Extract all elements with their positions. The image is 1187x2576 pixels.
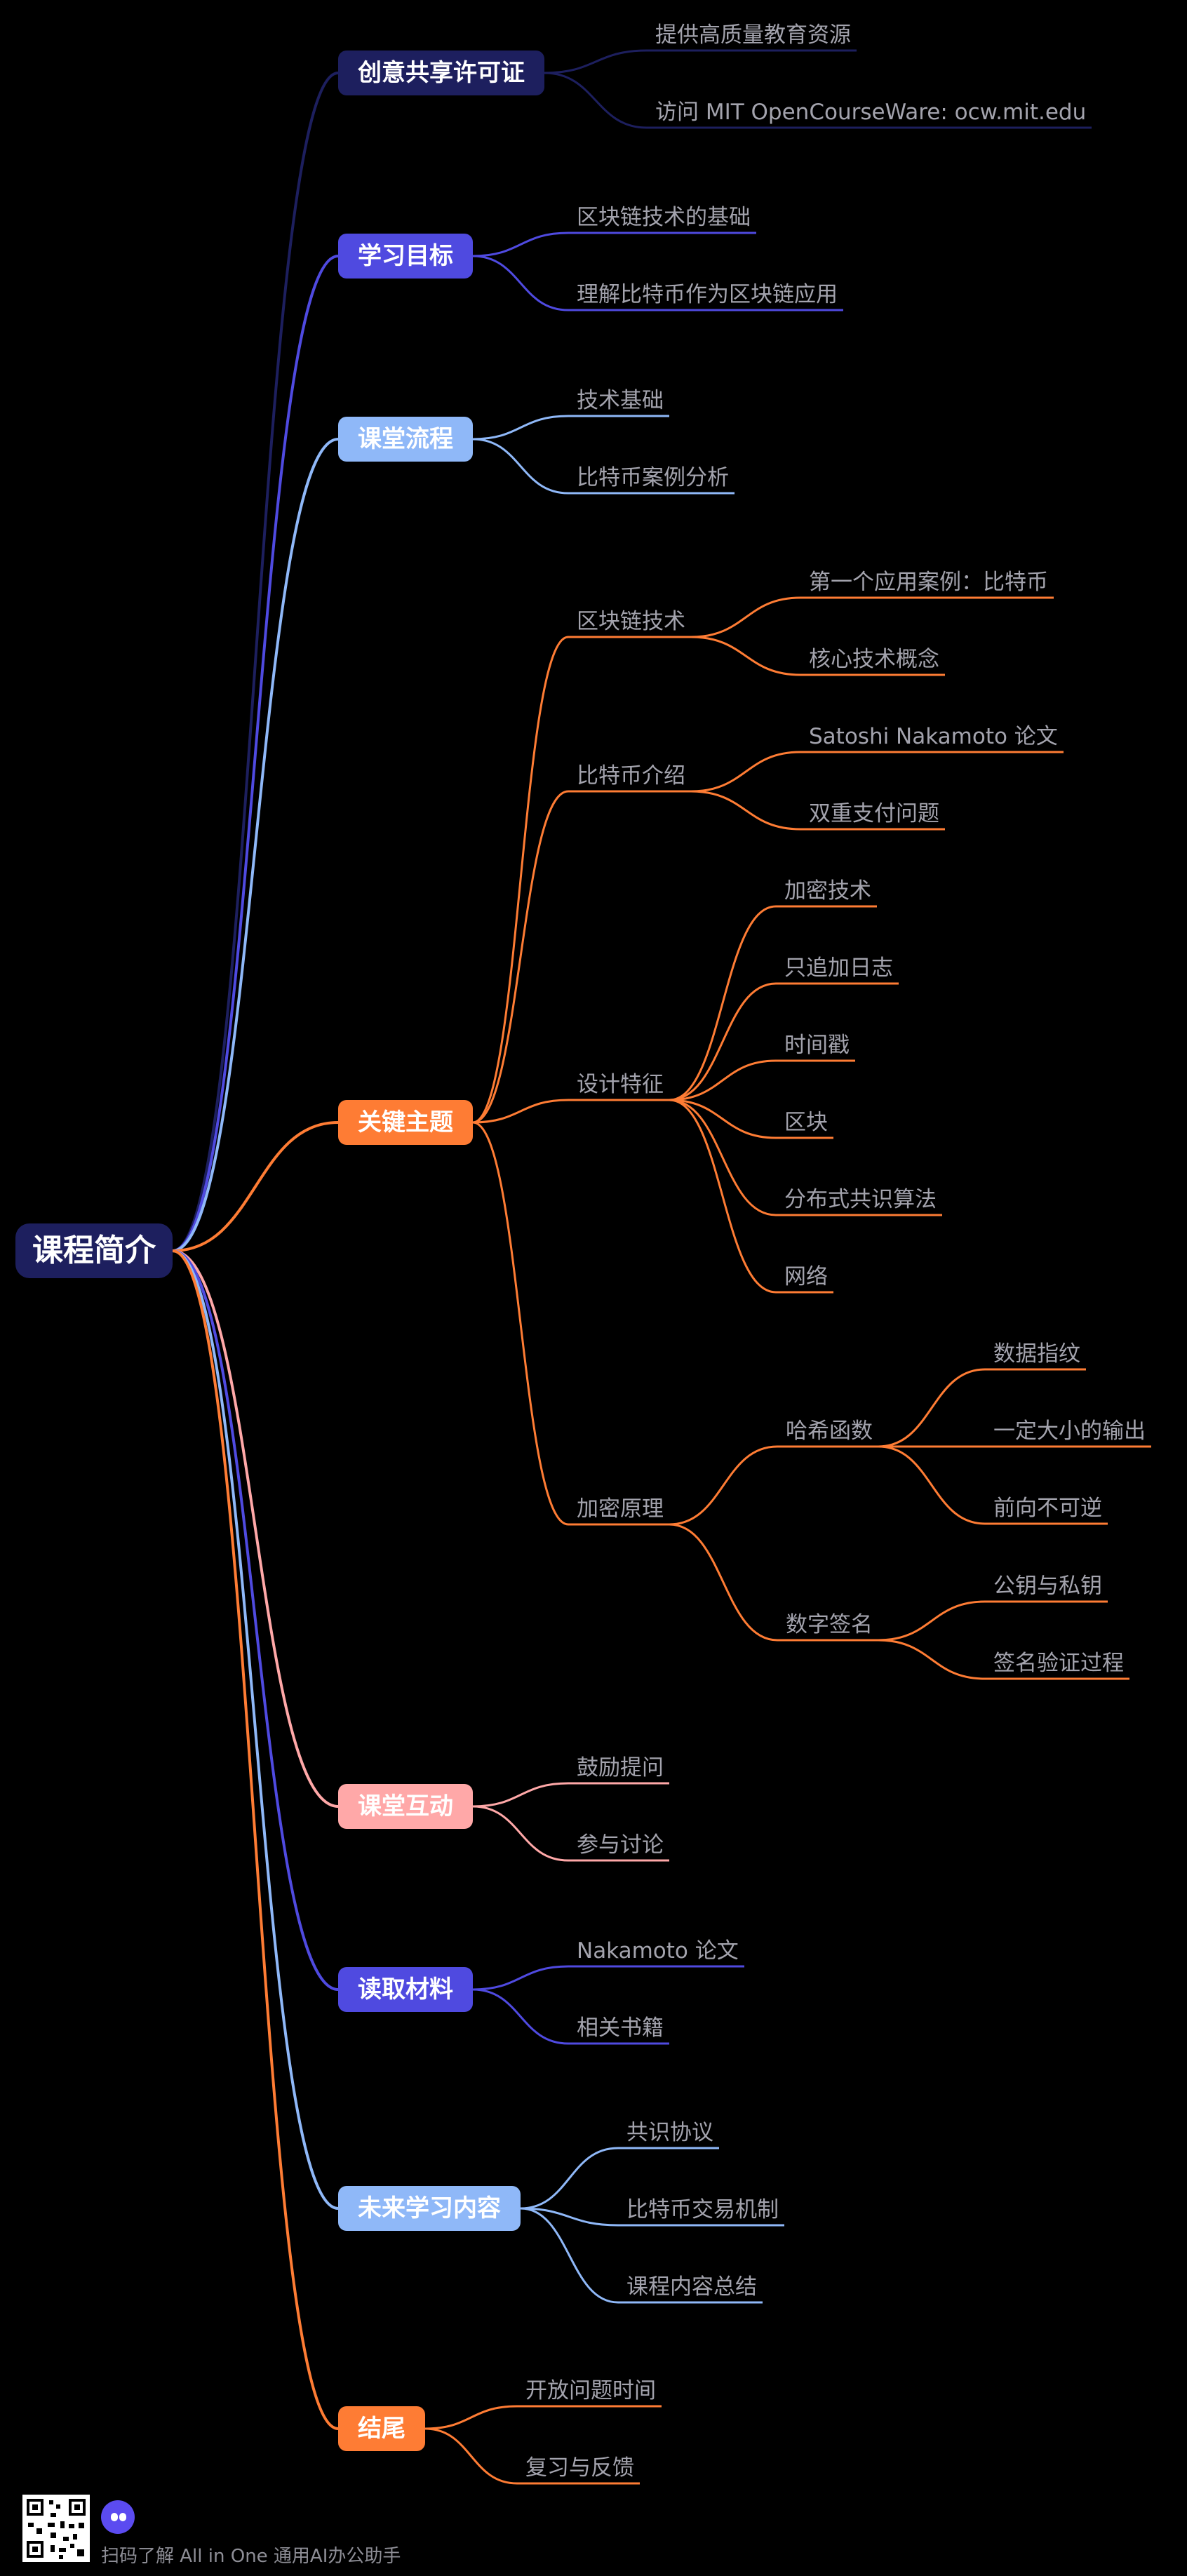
branch-node-0: 创意共享许可证 [338, 51, 544, 95]
leaf-node-0-1-connector [544, 72, 648, 129]
topic-node-2: 设计特征 [577, 1072, 664, 1097]
subtopic-node-2-0: 加密技术 [784, 878, 871, 904]
leaf-node-7-0-connector [424, 2405, 518, 2430]
subtopic-node-2-2-connector [669, 1059, 777, 1101]
topic-node-2-connector [472, 1099, 569, 1124]
topic-node-0: 区块链技术 [577, 609, 685, 634]
branch-connector-5 [172, 1249, 339, 1991]
leaf-node-6-2: 课程内容总结 [626, 2274, 757, 2300]
branch-node-5: 读取材料 [338, 1967, 473, 2012]
leaf-node-5-0: Nakamoto 论文 [577, 1938, 739, 1964]
leaf-node-4-0: 鼓励提问 [577, 1755, 664, 1780]
leaf-node-2-1: 比特币案例分析 [577, 465, 729, 490]
leaf-node-6-0: 共识协议 [626, 2120, 713, 2145]
bot-eye-right [119, 2513, 126, 2521]
topic-node-1-connector [472, 790, 569, 1124]
leaf-node-5-0-connector [472, 1965, 569, 1991]
branch-node-6: 未来学习内容 [338, 2186, 521, 2231]
topic-node-3: 加密原理 [577, 1496, 664, 1522]
leaf-node-4-1-connector [472, 1805, 569, 1862]
leaf-node-4-0-connector [472, 1782, 569, 1808]
leaf-node-7-0: 开放问题时间 [525, 2378, 656, 2403]
topic-node-1: 比特币介绍 [577, 763, 685, 789]
subtopic-node-2-4: 分布式共识算法 [784, 1187, 937, 1212]
branch-node-7: 结尾 [338, 2406, 425, 2451]
leaf-node-6-0-connector [520, 2147, 619, 2210]
leaf-node-6-1-connector [520, 2207, 619, 2227]
leaf-node-0-1: 访问 MIT OpenCourseWare: ocw.mit.edu [655, 100, 1087, 125]
crypto-detail-node-1-0-connector [878, 1600, 986, 1642]
branch-node-3: 关键主题 [338, 1100, 473, 1145]
leaf-node-7-1: 复习与反馈 [525, 2455, 634, 2481]
leaf-node-1-0: 区块链技术的基础 [577, 205, 751, 230]
leaf-node-6-1: 比特币交易机制 [626, 2197, 779, 2222]
topic-node-0-connector [472, 636, 569, 1124]
topic-node-3-connector [472, 1121, 569, 1526]
leaf-node-7-1-connector [424, 2427, 518, 2485]
subtopic-node-1-0: Satoshi Nakamoto 论文 [809, 724, 1058, 749]
root-node: 课程简介 [15, 1223, 173, 1278]
subtopic-node-2-4-connector [669, 1099, 777, 1216]
leaf-node-5-1-connector [472, 1988, 569, 2045]
leaf-node-6-2-connector [520, 2207, 619, 2304]
crypto-node-0: 哈希函数 [786, 1418, 873, 1444]
subtopic-node-0-0-connector [690, 596, 801, 638]
crypto-detail-node-0-0-connector [878, 1368, 986, 1448]
subtopic-node-0-0: 第一个应用案例：比特币 [809, 570, 1048, 595]
branch-connector-3 [172, 1121, 339, 1252]
subtopic-node-2-1-connector [669, 982, 777, 1101]
crypto-node-1: 数字签名 [786, 1612, 873, 1637]
branch-connector-7 [172, 1249, 339, 2430]
crypto-detail-node-0-1: 一定大小的输出 [993, 1418, 1146, 1444]
branch-connector-4 [172, 1249, 339, 1808]
subtopic-node-2-3: 区块 [784, 1110, 828, 1135]
leaf-node-1-0-connector [472, 232, 569, 257]
branch-node-2: 课堂流程 [338, 417, 473, 462]
crypto-detail-node-1-0: 公钥与私钥 [993, 1574, 1102, 1599]
leaf-node-2-1-connector [472, 438, 569, 495]
subtopic-node-2-0-connector [669, 905, 777, 1101]
leaf-node-2-0: 技术基础 [577, 388, 664, 413]
subtopic-node-1-1: 双重支付问题 [809, 801, 939, 826]
subtopic-node-1-1-connector [690, 790, 801, 831]
bot-eye-left [111, 2513, 118, 2521]
subtopic-node-0-1: 核心技术概念 [809, 647, 939, 672]
leaf-node-0-0-connector [544, 49, 648, 74]
subtopic-node-2-3-connector [669, 1099, 777, 1139]
leaf-node-4-1: 参与讨论 [577, 1832, 664, 1858]
crypto-node-1-connector [669, 1523, 778, 1642]
crypto-detail-node-0-2-connector [878, 1445, 986, 1525]
leaf-node-1-1: 理解比特币作为区块链应用 [577, 282, 838, 307]
qr-code-icon [22, 2495, 90, 2562]
branch-node-4: 课堂互动 [338, 1784, 473, 1829]
crypto-detail-node-0-0: 数据指纹 [993, 1341, 1080, 1367]
branch-connector-6 [172, 1249, 339, 2210]
subtopic-node-2-5: 网络 [784, 1264, 828, 1289]
crypto-detail-node-1-1: 签名验证过程 [993, 1651, 1124, 1676]
subtopic-node-1-0-connector [690, 751, 801, 793]
leaf-node-2-0-connector [472, 415, 569, 441]
branch-node-1: 学习目标 [338, 234, 473, 279]
subtopic-node-2-2: 时间戳 [784, 1033, 850, 1058]
leaf-node-5-1: 相关书籍 [577, 2015, 664, 2041]
branch-connector-2 [172, 438, 339, 1252]
subtopic-node-2-5-connector [669, 1099, 777, 1294]
leaf-node-1-1-connector [472, 255, 569, 311]
assistant-bot-icon [101, 2500, 135, 2534]
branch-connector-1 [172, 255, 339, 1252]
subtopic-node-0-1-connector [690, 636, 801, 676]
subtopic-node-2-1: 只追加日志 [784, 955, 893, 981]
crypto-node-0-connector [669, 1445, 778, 1526]
crypto-detail-node-1-1-connector [878, 1639, 986, 1680]
crypto-detail-node-0-2: 前向不可逆 [993, 1496, 1102, 1521]
footer-text: 扫码了解 All in One 通用AI办公助手 [101, 2546, 401, 2566]
branch-connector-0 [172, 72, 339, 1252]
leaf-node-0-0: 提供高质量教育资源 [655, 22, 851, 48]
